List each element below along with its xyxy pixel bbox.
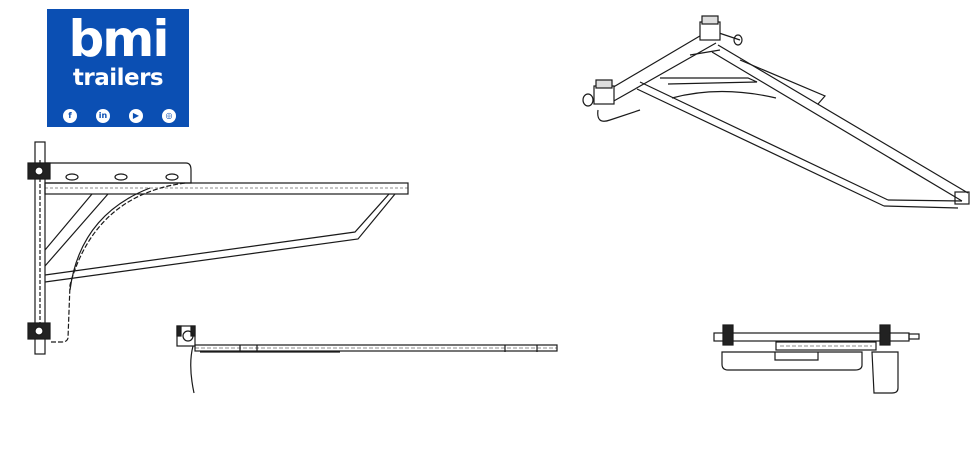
side-elevation-view: [27, 141, 409, 355]
facebook-icon[interactable]: f: [63, 109, 77, 123]
instagram-icon[interactable]: ◎: [162, 109, 176, 123]
end-elevation-view: [713, 324, 920, 394]
top-plan-view: [176, 325, 558, 394]
linkedin-icon[interactable]: in: [96, 109, 110, 123]
logo-brand: bmi: [68, 10, 169, 68]
logo-subtitle: trailers: [72, 65, 164, 91]
bmi-trailers-logo: bmi trailers f in ▶ ◎: [47, 9, 189, 127]
isometric-view: [582, 15, 970, 209]
social-icons: f in ▶ ◎: [63, 109, 176, 123]
youtube-icon[interactable]: ▶: [129, 109, 143, 123]
